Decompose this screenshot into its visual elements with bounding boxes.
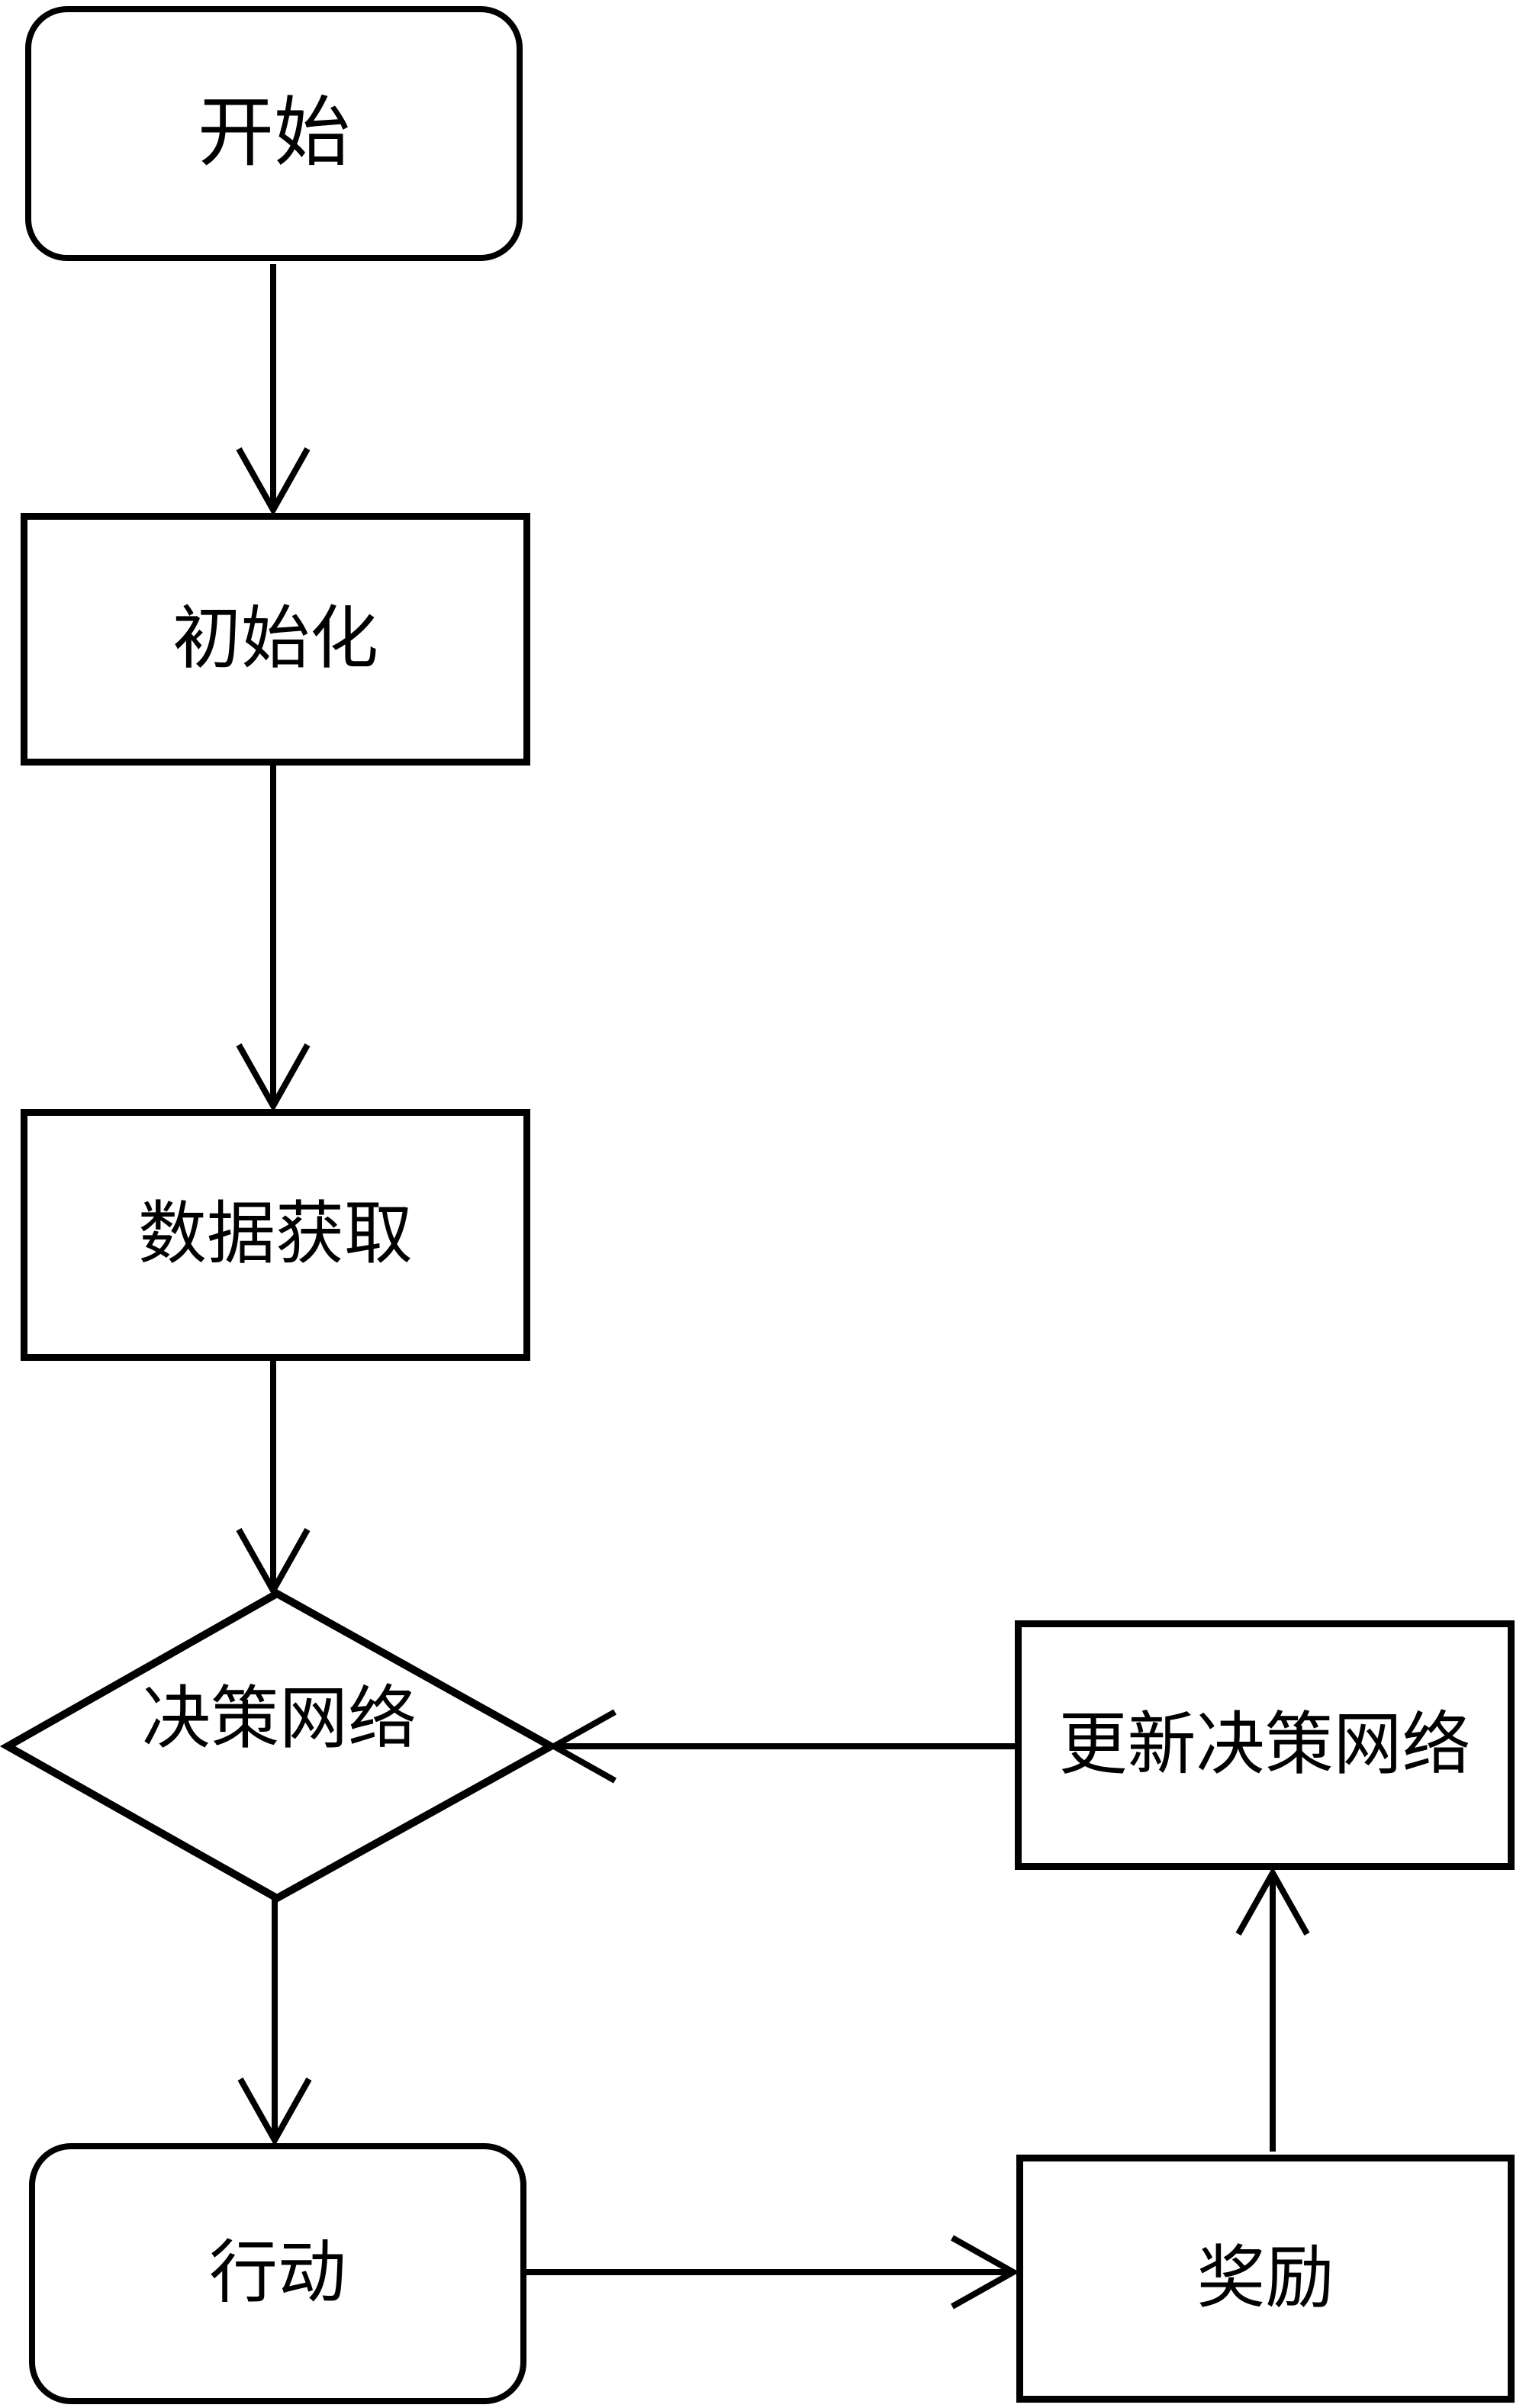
arrow-init-to-data-acquisition (236, 766, 311, 1113)
node-init-label: 初始化 (172, 601, 378, 677)
arrow-update-decision-network-to-decision-network (547, 1709, 1015, 1784)
node-start: 开始 (25, 6, 523, 261)
node-init: 初始化 (21, 513, 530, 766)
node-action-label: 行动 (209, 2236, 346, 2311)
arrow-reward-to-update-decision-network (1235, 1866, 1310, 2152)
arrow-decision-network-to-action (237, 1898, 312, 2147)
node-data-acquisition: 数据获取 (21, 1109, 530, 1361)
node-start-label: 开始 (198, 91, 350, 176)
node-update-decision-network-label: 更新决策网络 (1058, 1707, 1471, 1783)
node-action: 行动 (29, 2143, 526, 2404)
node-decision-network: 决策网络 (50, 1683, 508, 1755)
arrow-start-to-init (236, 264, 311, 517)
node-reward-label: 奖励 (1196, 2240, 1334, 2316)
arrow-data-acquisition-to-decision-network (236, 1361, 311, 1597)
node-reward: 奖励 (1016, 2155, 1515, 2403)
node-data-acquisition-label: 数据获取 (138, 1197, 413, 1272)
node-decision-network-label: 决策网络 (142, 1681, 417, 1757)
node-update-decision-network: 更新决策网络 (1015, 1620, 1515, 1870)
arrow-action-to-reward (526, 2235, 1020, 2310)
